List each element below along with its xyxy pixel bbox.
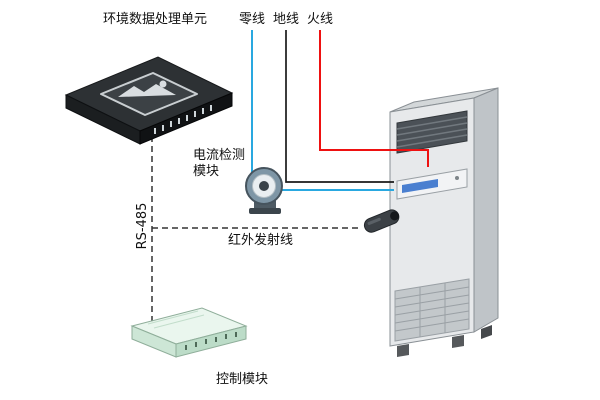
control-module-label: 控制模块 <box>215 372 268 387</box>
live-wire-label: 火线 <box>306 12 333 27</box>
control-top-detail <box>147 310 205 329</box>
infrared-line-label: 红外发射线 <box>228 233 294 248</box>
ground-wire <box>285 30 394 183</box>
ac-foot-back <box>481 325 492 339</box>
sensor-stand <box>254 200 276 210</box>
processor-port-ticks <box>154 105 212 134</box>
current-module-label-line1: 电流检测 <box>193 148 246 163</box>
photo-icon-mountains <box>118 84 176 97</box>
control-side-face <box>175 325 247 358</box>
ac-display-strip <box>402 179 438 193</box>
sensor-hole <box>259 181 269 191</box>
control-module-device <box>130 307 248 358</box>
neutral-wire-label: 零线 <box>238 12 265 27</box>
emitter-lens <box>390 211 400 221</box>
processor-unit-label: 环境数据处理单元 <box>102 12 207 27</box>
ac-bottom-grille <box>394 278 470 342</box>
ac-top-grille <box>396 110 468 154</box>
ground-wire-label: 地线 <box>272 12 299 27</box>
ac-indicator-dot <box>455 176 459 180</box>
air-conditioner-unit <box>389 87 499 357</box>
ac-side-face <box>473 87 499 333</box>
rs485-label: RS-485 <box>135 202 150 250</box>
sensor-base <box>249 208 281 214</box>
emitter-highlight <box>367 217 381 225</box>
processor-unit-device <box>64 56 234 145</box>
neutral-wire <box>251 30 394 191</box>
ac-foot-left <box>397 344 409 357</box>
current-module-label-line2: 模块 <box>193 164 220 179</box>
ac-bottom-grille-grid <box>394 283 470 337</box>
ac-foot-right <box>452 335 464 348</box>
photo-icon-moon <box>159 80 167 88</box>
live-wire <box>319 30 429 167</box>
infrared-emitter-device <box>363 209 400 233</box>
control-port-ticks <box>185 332 237 350</box>
current-sensor-device <box>245 167 283 214</box>
ac-top-grille-slats <box>396 116 468 148</box>
